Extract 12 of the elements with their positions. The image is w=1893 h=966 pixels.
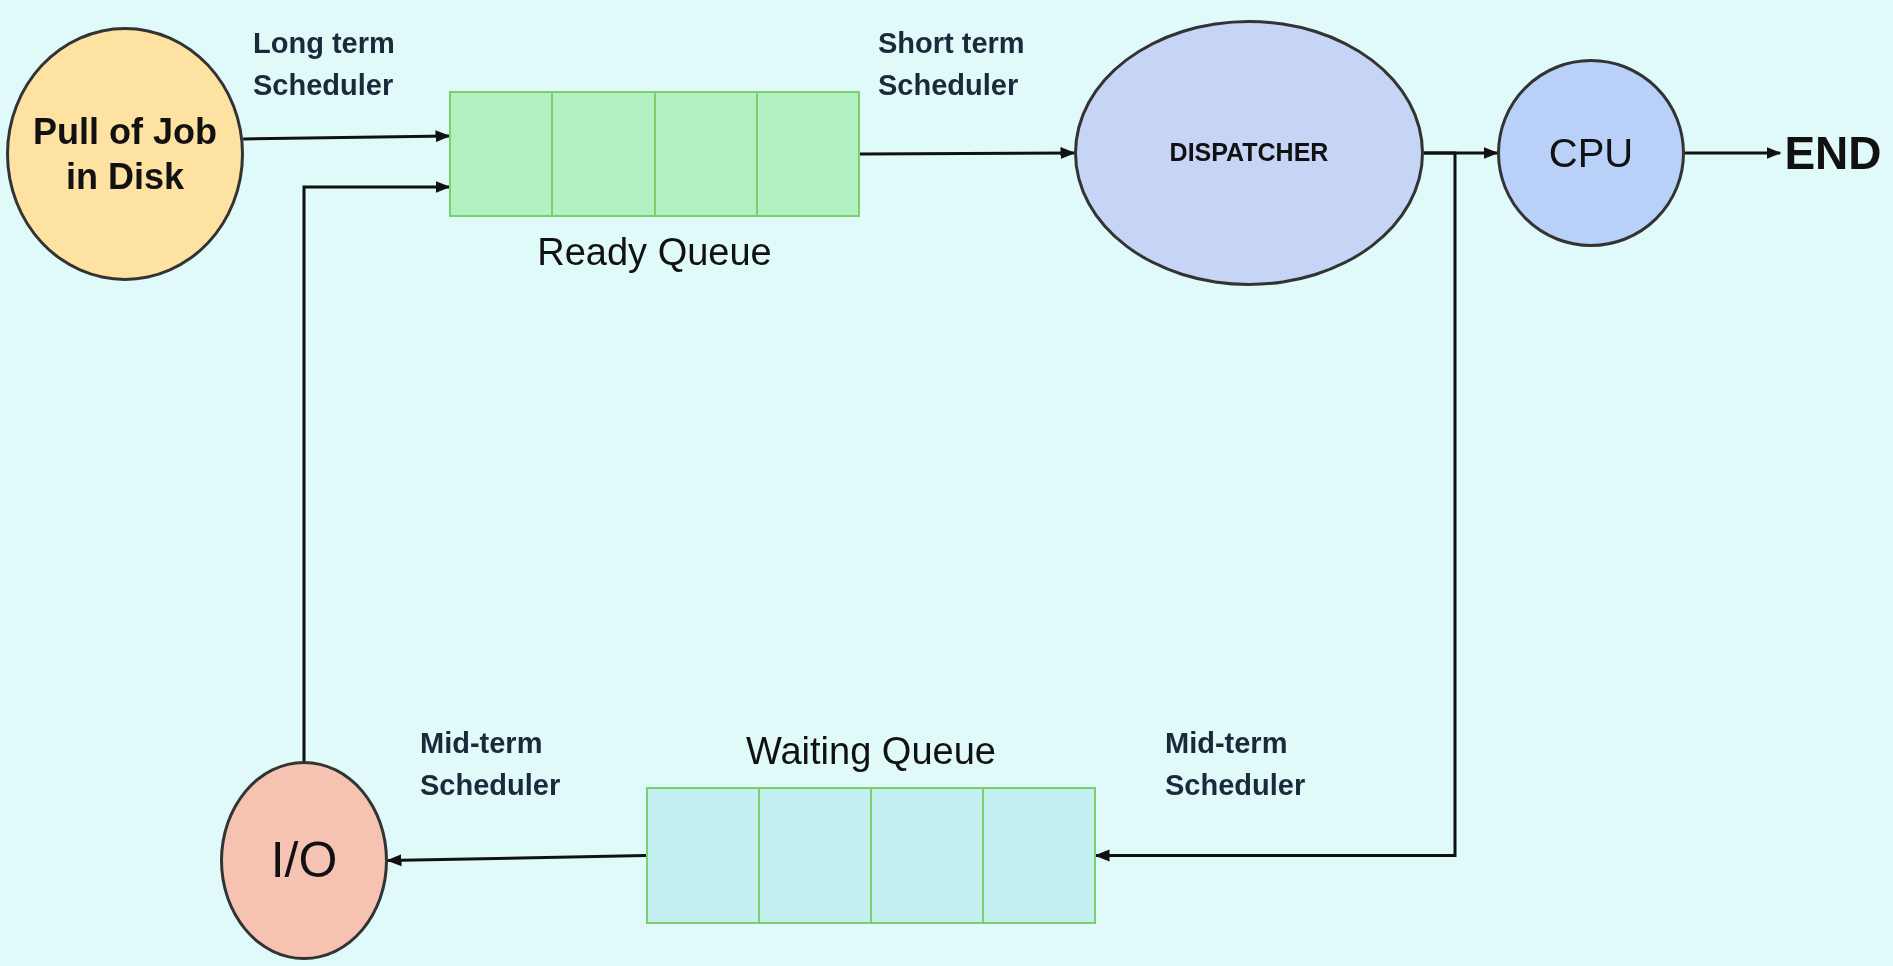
node-label: I/O: [269, 831, 339, 891]
queue-title: Ready Queue: [537, 231, 772, 274]
node-label: Pull of Job in Disk: [32, 110, 218, 199]
queue-title: Waiting Queue: [746, 730, 996, 773]
arrow: [860, 147, 1076, 160]
arrow: [302, 181, 451, 761]
arrow: [1685, 147, 1782, 159]
node-label: DISPATCHER: [1168, 137, 1330, 169]
arrow: [386, 854, 647, 867]
arrow: [243, 130, 451, 143]
node-label: CPU: [1547, 130, 1635, 177]
end-label: END: [1780, 120, 1886, 186]
